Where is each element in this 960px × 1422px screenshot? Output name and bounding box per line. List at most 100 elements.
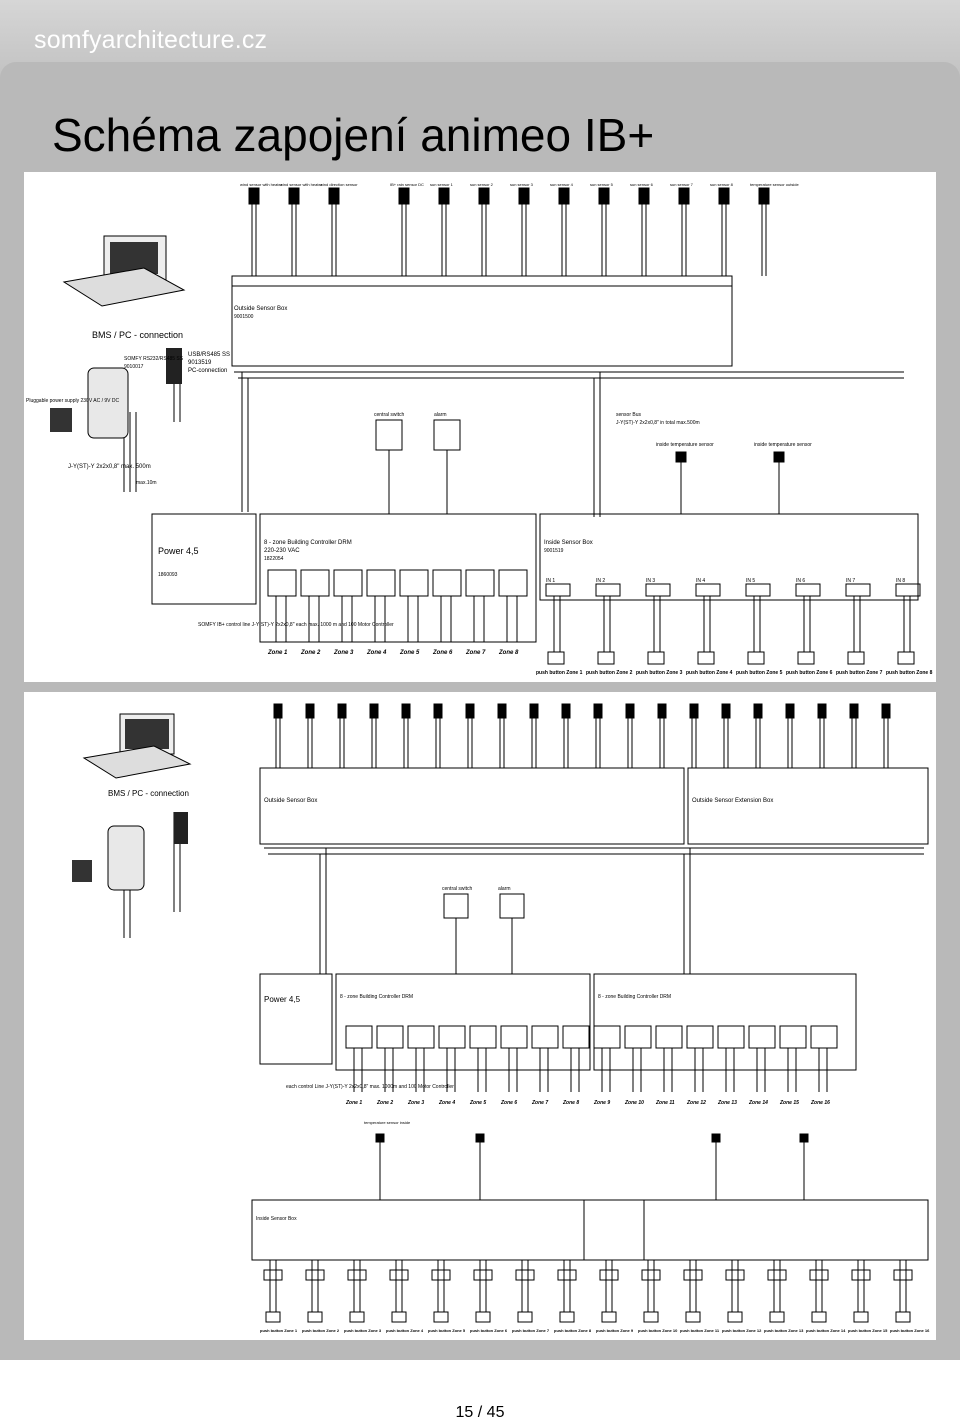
zone-output-block [465,569,495,597]
zone-output-block [624,1025,652,1049]
push-button-icon [747,651,765,665]
sensor-label: sun sensor 6 [630,182,654,187]
zone-label: Zone 1 [267,650,288,656]
usb-label: USB/RS485 SS [188,352,230,358]
max10-label: max.10m [136,480,157,486]
usb-sub: PC-connection [188,368,227,374]
zone-output-block [469,1025,497,1049]
outside-ext-label: Outside Sensor Extension Box [692,798,773,804]
push-button-icon [601,1311,617,1323]
wiring-diagram-8-zone-svg: BMS / PC - connection USB/RS485 SS 90135… [26,182,933,676]
push-button-icon [265,1311,281,1323]
push-button-icon [307,1311,323,1323]
control-line-label: SOMFY IB+ control line J-Y(ST)-Y 2x2x0,8… [198,622,394,628]
page-current: 15 [455,1404,474,1421]
push-button-label: push button Zone 5 [428,1328,466,1333]
zone-label: Zone 16 [810,1100,830,1106]
push-button-label: push button Zone 14 [806,1328,846,1333]
control-line-label-2: each control Line J-Y(ST)-Y 2x2x0,8" max… [286,1084,454,1090]
input-label: IN 7 [846,578,855,584]
input-label: IN 8 [896,578,905,584]
sensor-label: sun sensor 4 [550,182,574,187]
sensor-icon [438,187,450,205]
zone-label: Zone 12 [686,1100,706,1106]
push-button-label: push button Zone 3 [344,1328,382,1333]
zone-label: Zone 13 [717,1100,737,1106]
central-switch-label: central switch [374,412,405,418]
sensor-bus-label: sensor Bus [616,412,642,418]
sensor-icon [518,187,530,205]
push-button-icon [559,1311,575,1323]
zone-output-block [267,569,297,597]
push-button-icon [349,1311,365,1323]
push-button-label: push button Zone 1 [260,1328,298,1333]
push-button-label: push button Zone 10 [638,1328,678,1333]
inside-temp2-label: inside temperature sensor [754,442,812,448]
push-button-icon [811,1311,827,1323]
zone-output-block [407,1025,435,1049]
input-label: IN 1 [546,578,555,584]
alarm-label: alarm [434,412,447,418]
sensor-label: temperature sensor outside [750,182,799,187]
zone-label: Zone 4 [438,1100,455,1106]
page-footer [0,1360,960,1420]
page-separator: / [477,1404,483,1421]
push-button-label: push button Zone 8 [886,670,933,676]
inside-box-label: Inside Sensor Box [544,540,593,546]
zone-label: Zone 3 [333,650,354,656]
psu-label: Pluggable power supply 230V AC / 9V DC [26,398,119,404]
zone-label: Zone 15 [779,1100,799,1106]
push-button-label: push button Zone 5 [736,670,783,676]
zone-output-block [717,1025,745,1049]
push-button-icon [697,651,715,665]
inside-box-label-2: Inside Sensor Box [256,1216,297,1222]
push-button-label: push button Zone 7 [512,1328,550,1333]
zone-label: Zone 1 [345,1100,362,1106]
inside-box-ref: 9001519 [544,548,564,554]
usb-ref: 9013519 [188,360,212,366]
push-button-icon [853,1311,869,1323]
drm2-label: 8 - zone Building Controller DRM [598,994,671,1000]
sensor-label: sun sensor 7 [670,182,694,187]
slide-title: Schéma zapojení animeo IB+ [52,109,655,161]
zone-output-block [300,569,330,597]
push-button-label: push button Zone 4 [686,670,733,676]
zone-output-block [593,1025,621,1049]
bms-label: BMS / PC - connection [92,330,183,340]
computer-icon [62,235,186,307]
zone-output-block [438,1025,466,1049]
input-label: IN 4 [696,578,705,584]
power-supply-frame [151,513,257,605]
sensor-label: sun sensor 1 [430,182,454,187]
sensor-label: sun sensor 2 [470,182,494,187]
outside-extension-box-frame [687,767,929,845]
site-name: somfyarchitecture.cz [34,26,268,54]
sensor-icon [328,187,340,205]
zone-label: Zone 2 [376,1100,393,1106]
zone-output-block [498,569,528,597]
push-button-label: push button Zone 1 [536,670,583,676]
sensor-icon [718,187,730,205]
push-button-icon [727,1311,743,1323]
drm-ref: 1822054 [264,556,284,562]
push-button-label: push button Zone 2 [586,670,633,676]
push-button-icon [769,1311,785,1323]
zone-output-block [399,569,429,597]
temp-sensor-label-2: temperature sensor inside [364,1120,411,1125]
wiring-diagram-16-zone: BMS / PC - connection Outside Sensor Box… [24,692,936,1340]
power-label-2: Power 4,5 [264,995,301,1004]
push-button-label: push button Zone 6 [470,1328,508,1333]
sensor-label: sun sensor 8 [710,182,734,187]
zone-output-block [655,1025,683,1049]
outside-box-label-2: Outside Sensor Box [264,798,317,804]
push-button-label: push button Zone 12 [722,1328,762,1333]
zone-label: Zone 7 [465,650,486,656]
zone-label: Zone 3 [407,1100,424,1106]
zone-label: Zone 7 [531,1100,548,1106]
page-number: 15 / 45 [0,1404,960,1422]
push-button-icon [391,1311,407,1323]
zone-output-block [531,1025,559,1049]
zone-output-block [686,1025,714,1049]
computer-icon-2 [82,713,192,779]
